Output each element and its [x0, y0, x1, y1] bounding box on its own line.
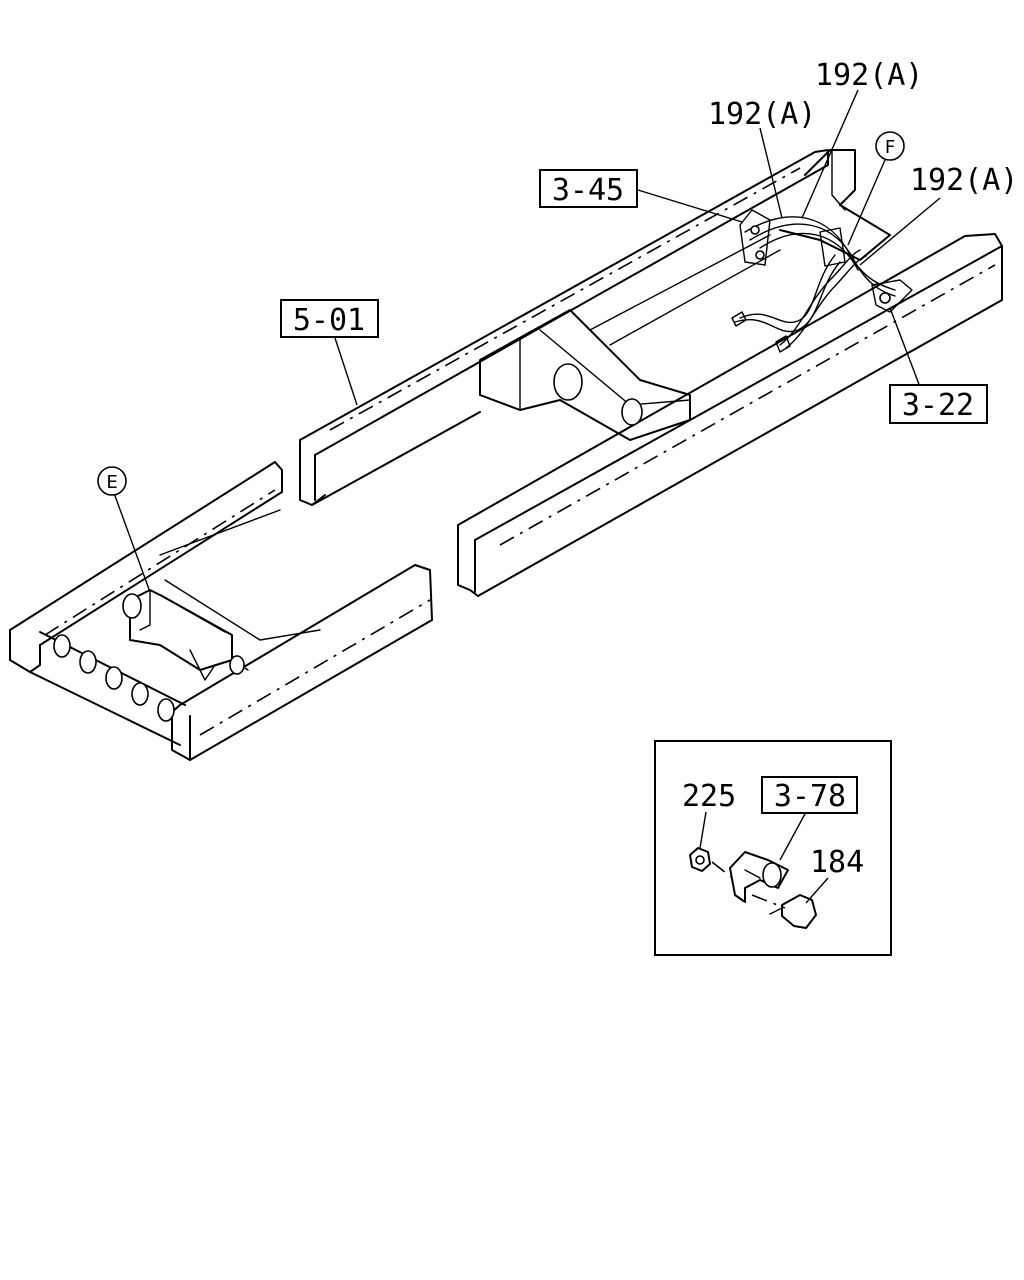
- part-192a-top-label: 192(A): [815, 58, 923, 93]
- front-frame-rails: [9, 461, 433, 761]
- callout-3-78: 3-78: [761, 776, 858, 814]
- rear-frame-rails: [299, 149, 1003, 597]
- bolt-184: [769, 894, 817, 929]
- view-marker-f: F: [875, 131, 905, 161]
- part-184-label: 184: [810, 845, 864, 880]
- view-marker-f-text: F: [885, 137, 895, 158]
- part-192a-right-label: 192(A): [910, 163, 1018, 198]
- callout-3-22: 3-22: [889, 384, 988, 424]
- callout-3-45: 3-45: [539, 169, 638, 208]
- callout-5-01: 5-01: [280, 299, 379, 338]
- leader-lines: [113, 89, 941, 904]
- part-225-label: 225: [682, 779, 736, 814]
- brake-pipe-assembly: [731, 209, 913, 353]
- callout-5-01-text: 5-01: [293, 303, 365, 338]
- callout-3-22-text: 3-22: [902, 388, 974, 423]
- view-marker-e: E: [97, 466, 127, 496]
- callout-3-78-text: 3-78: [774, 779, 846, 814]
- nut-225: [689, 847, 711, 872]
- callout-3-45-text: 3-45: [552, 173, 624, 208]
- view-marker-e-text: E: [106, 472, 117, 493]
- part-192a-mid-label: 192(A): [708, 97, 816, 132]
